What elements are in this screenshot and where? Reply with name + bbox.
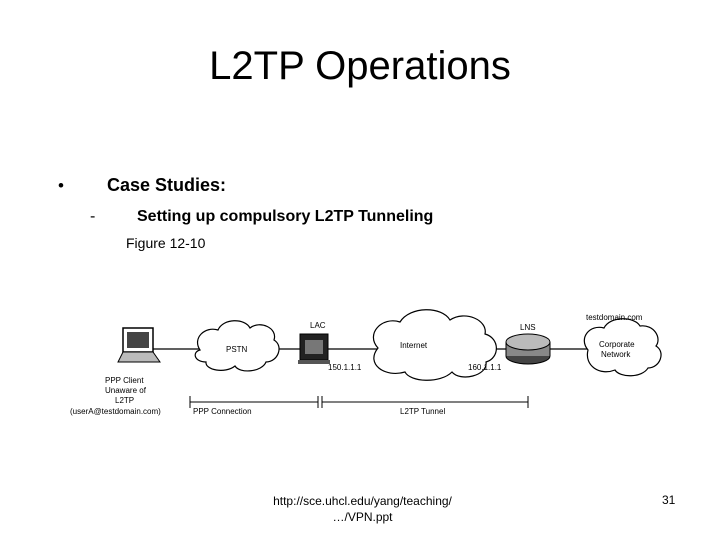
compulsory-tunneling-heading: Setting up compulsory L2TP Tunneling xyxy=(137,208,434,225)
pstn-label: PSTN xyxy=(226,345,248,354)
figure-caption: Figure 12-10 xyxy=(126,235,206,251)
ppp-connection-label: PPP Connection xyxy=(193,407,252,416)
testdomain-label: testdomain.com xyxy=(586,313,643,322)
client-label-line4: (userA@testdomain.com) xyxy=(70,407,161,416)
lac-ip-label: 150.1.1.1 xyxy=(328,363,362,372)
corporate-label-line2: Network xyxy=(601,350,631,359)
corporate-label-line1: Corporate xyxy=(599,340,635,349)
ppp-connection-span xyxy=(189,396,319,408)
pstn-cloud-icon xyxy=(194,320,280,372)
l2tp-tunnel-span xyxy=(321,396,529,408)
l2tp-network-diagram: PSTN LAC 150.1.1.1 Internet LNS 160.1.1.… xyxy=(70,309,662,416)
bullet-marker: • xyxy=(58,176,64,195)
internet-label: Internet xyxy=(400,341,428,350)
laptop-icon xyxy=(117,327,161,363)
client-label-line1: PPP Client xyxy=(105,376,144,385)
lns-router-icon xyxy=(505,333,551,365)
l2tp-tunnel-label: L2TP Tunnel xyxy=(400,407,445,416)
lns-ip-label: 160.1.1.1 xyxy=(468,363,502,372)
footer-url-line2: …/VPN.ppt xyxy=(332,510,393,524)
lac-device-icon xyxy=(298,333,330,364)
lac-label: LAC xyxy=(310,321,326,330)
sub-bullet-marker: - xyxy=(90,208,96,225)
client-label-line2: Unaware of xyxy=(105,386,147,395)
internet-cloud-icon xyxy=(372,309,497,381)
lns-label: LNS xyxy=(520,323,536,332)
corporate-network-cloud-icon xyxy=(583,318,662,377)
slide-title: L2TP Operations xyxy=(209,44,511,88)
footer-source-url: http://sce.uhcl.edu/yang/teaching/ …/VPN… xyxy=(250,493,475,525)
client-label-line3: L2TP xyxy=(115,396,134,405)
case-studies-heading: Case Studies: xyxy=(107,175,227,195)
footer-url-line1: http://sce.uhcl.edu/yang/teaching/ xyxy=(273,494,452,508)
page-number: 31 xyxy=(662,493,676,507)
